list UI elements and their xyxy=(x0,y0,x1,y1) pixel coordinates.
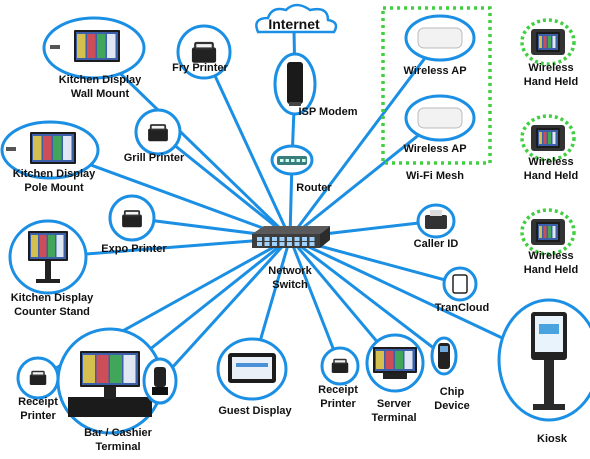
nodes-layer xyxy=(0,3,590,435)
link-network-switch-fry-printer xyxy=(202,50,292,240)
receipt-printer-right-label-line1: Receipt xyxy=(318,384,358,396)
kitchen-display-icon xyxy=(6,132,76,164)
link-network-switch-chip-device xyxy=(288,236,446,358)
caller-id-icon xyxy=(425,210,447,229)
node-receipt-printer-left xyxy=(16,356,60,400)
node-wireless-hand-held-2 xyxy=(520,114,576,162)
node-kitchen-display-counter-stand xyxy=(8,219,88,295)
access-point-icon xyxy=(417,107,463,129)
receipt-printer-icon xyxy=(29,370,47,385)
router-icon xyxy=(277,156,307,165)
printer-icon xyxy=(122,210,142,228)
kitchen-display-counter-stand-label-line2: Counter Stand xyxy=(14,306,90,318)
guest-display-icon xyxy=(228,353,276,383)
isp-modem-label-line1: ISP Modem xyxy=(298,106,357,118)
node-router xyxy=(270,144,314,176)
node-wireless-ap-1 xyxy=(404,14,476,62)
link-network-switch-receipt-printer-right xyxy=(288,236,342,368)
kitchen-display-icon xyxy=(50,30,120,62)
server-terminal-label-line1: Server xyxy=(377,398,412,410)
chip-device-label-line2: Device xyxy=(434,400,469,412)
wireless-hand-held-3-label-line1: Wireless xyxy=(528,250,573,262)
link-network-switch-kitchen-display-counter-stand xyxy=(46,236,292,259)
trancloud-label-line1: TranCloud xyxy=(435,302,489,314)
link-network-switch-card-reader xyxy=(158,236,292,383)
wireless-hand-held-1-label-line1: Wireless xyxy=(528,62,573,74)
wireless-hand-held-2-label-line2: Hand Held xyxy=(524,170,578,182)
node-kiosk xyxy=(497,298,590,422)
kiosk-label-line1: Kiosk xyxy=(537,433,568,445)
kitchen-display-wall-mount-label-line1: Kitchen Display xyxy=(59,74,142,86)
receipt-printer-right-label-line2: Printer xyxy=(320,398,356,410)
node-guest-display xyxy=(216,337,288,401)
chip-reader-icon xyxy=(438,343,450,369)
server-terminal-label-line2: Terminal xyxy=(371,412,416,424)
trancloud-icon xyxy=(452,274,468,294)
node-wireless-ap-2 xyxy=(404,94,476,142)
wifi-mesh-group xyxy=(381,6,492,165)
handheld-icon xyxy=(531,125,565,151)
caller-id-label-line1: Caller ID xyxy=(414,238,459,250)
node-wireless-hand-held-3 xyxy=(520,208,576,256)
node-kitchen-display-wall-mount xyxy=(42,16,146,80)
bar-cashier-terminal-label-line1: Bar / Cashier xyxy=(84,427,153,439)
node-card-reader xyxy=(142,357,178,405)
wireless-hand-held-2-label-line1: Wireless xyxy=(528,156,573,168)
node-kitchen-display-pole-mount xyxy=(0,120,100,180)
node-isp-modem xyxy=(273,52,317,116)
network-switch-icon xyxy=(252,226,330,248)
node-server-terminal xyxy=(365,333,425,393)
node-fry-printer xyxy=(176,24,232,80)
network-switch-label-line2: Switch xyxy=(272,279,308,291)
link-network-switch-grill-printer xyxy=(156,130,292,240)
wireless-hand-held-3-label-line2: Hand Held xyxy=(524,264,578,276)
handheld-icon xyxy=(531,29,565,55)
node-wireless-hand-held-1 xyxy=(520,18,576,66)
bar-cashier-terminal-label-line2: Terminal xyxy=(95,441,140,453)
handheld-icon xyxy=(531,219,565,245)
fry-printer-label-line1: Fry Printer xyxy=(172,62,228,74)
access-point-icon xyxy=(417,27,463,49)
chip-device-label-line1: Chip xyxy=(440,386,465,398)
receipt-printer-left-label-line2: Printer xyxy=(20,410,56,422)
wireless-hand-held-1-label-line2: Hand Held xyxy=(524,76,578,88)
pos-terminal-icon xyxy=(68,351,152,417)
grill-printer-label-line1: Grill Printer xyxy=(124,152,185,164)
link-network-switch-wireless-ap-2 xyxy=(288,116,442,240)
printer-icon xyxy=(191,41,217,63)
node-bar-cashier-terminal xyxy=(56,327,164,435)
cloud-icon xyxy=(255,3,338,34)
kiosk-icon xyxy=(531,312,567,410)
expo-printer-label-line1: Expo Printer xyxy=(101,243,167,255)
network-switch-label-line1: Network xyxy=(268,265,312,277)
card-reader-icon xyxy=(152,367,168,395)
node-expo-printer xyxy=(108,194,156,242)
wireless-ap-2-label-line1: Wireless AP xyxy=(403,143,466,155)
node-receipt-printer-right xyxy=(320,346,360,386)
internet-label: Internet xyxy=(268,16,320,32)
kitchen-display-pole-mount-label-line2: Pole Mount xyxy=(24,182,84,194)
node-trancloud xyxy=(442,266,478,302)
node-caller-id xyxy=(416,203,456,239)
guest-display-label-line1: Guest Display xyxy=(218,405,292,417)
wifi-mesh-box xyxy=(381,6,492,165)
link-network-switch-wireless-ap-1 xyxy=(288,36,442,240)
link-network-switch-kitchen-display-wall-mount xyxy=(92,46,292,240)
node-chip-device xyxy=(430,336,458,376)
pos-terminal-icon xyxy=(373,347,417,379)
router-label-line1: Router xyxy=(296,182,332,194)
modem-icon xyxy=(287,62,303,106)
kitchen-display-pole-mount-label-line1: Kitchen Display xyxy=(13,168,96,180)
monitor-stand-icon xyxy=(28,231,68,283)
printer-icon xyxy=(148,124,168,142)
receipt-printer-icon xyxy=(331,358,349,373)
wifi-mesh-label: Wi-Fi Mesh xyxy=(406,170,464,182)
receipt-printer-left-label-line1: Receipt xyxy=(18,396,58,408)
kitchen-display-counter-stand-label-line1: Kitchen Display xyxy=(11,292,94,304)
node-grill-printer xyxy=(134,108,182,156)
wireless-ap-1-label-line1: Wireless AP xyxy=(403,65,466,77)
kitchen-display-wall-mount-label-line2: Wall Mount xyxy=(71,88,130,100)
